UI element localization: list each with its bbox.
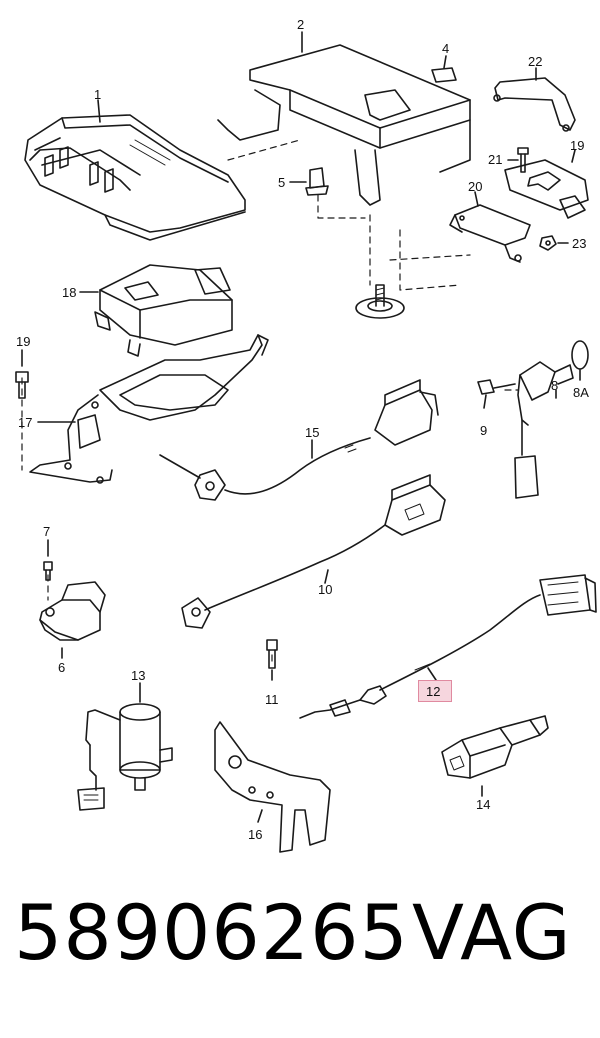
brand-name: VAG <box>412 888 572 977</box>
part-14-switch <box>441 715 549 797</box>
part-12-lambda-probe <box>299 574 597 719</box>
callout-18: 18 <box>62 285 77 300</box>
part-11-bolt <box>266 639 278 681</box>
part-5-clip-nut <box>289 167 329 196</box>
part-22-strap <box>493 67 576 132</box>
part-19-module <box>504 149 589 219</box>
callout-21: 21 <box>488 152 503 167</box>
part-10-knock-sensor <box>181 474 446 629</box>
part-18-module <box>79 264 233 357</box>
callout-11: 11 <box>265 692 279 707</box>
callout-13: 13 <box>131 668 146 683</box>
callout-15: 15 <box>305 425 320 440</box>
callout-17: 17 <box>18 415 33 430</box>
part-20-bracket <box>449 191 531 263</box>
part-1-control-unit <box>24 99 246 241</box>
callout-7: 7 <box>43 524 51 539</box>
part-8-sensor <box>477 340 589 499</box>
callout-8: 8 <box>551 378 559 393</box>
dashed-guides <box>21 139 519 666</box>
callout-22: 22 <box>528 54 543 69</box>
part-6-sensor <box>39 539 106 659</box>
part-2-bracket <box>217 31 471 206</box>
part-23-nut <box>539 235 569 251</box>
part-15-knock-sensor <box>159 379 439 501</box>
callout-1: 1 <box>94 87 102 102</box>
callout-2: 2 <box>297 17 305 32</box>
callout-12: 12 <box>426 684 441 699</box>
callout-4: 4 <box>442 41 450 56</box>
callout-14: 14 <box>476 797 491 812</box>
callout-19-left: 19 <box>16 334 31 349</box>
part-16-bracket <box>214 721 331 853</box>
part-number: 58906265 <box>14 888 409 977</box>
callout-12-highlight: 12 <box>418 680 452 702</box>
callout-9: 9 <box>480 423 488 438</box>
callout-19-top: 19 <box>570 138 585 153</box>
callout-10: 10 <box>318 582 333 597</box>
callout-16: 16 <box>248 827 263 842</box>
part-stud-grommet <box>355 284 405 319</box>
part-4-pad <box>431 55 457 83</box>
part-19-bolt <box>15 349 29 399</box>
callout-5: 5 <box>278 175 286 190</box>
part-21-screw <box>507 147 529 173</box>
callout-8a: 8A <box>573 385 589 400</box>
callout-20: 20 <box>468 179 483 194</box>
part-13-pump <box>77 682 173 811</box>
part-17-bracket <box>29 334 269 484</box>
callout-6: 6 <box>58 660 66 675</box>
callout-23: 23 <box>572 236 587 251</box>
